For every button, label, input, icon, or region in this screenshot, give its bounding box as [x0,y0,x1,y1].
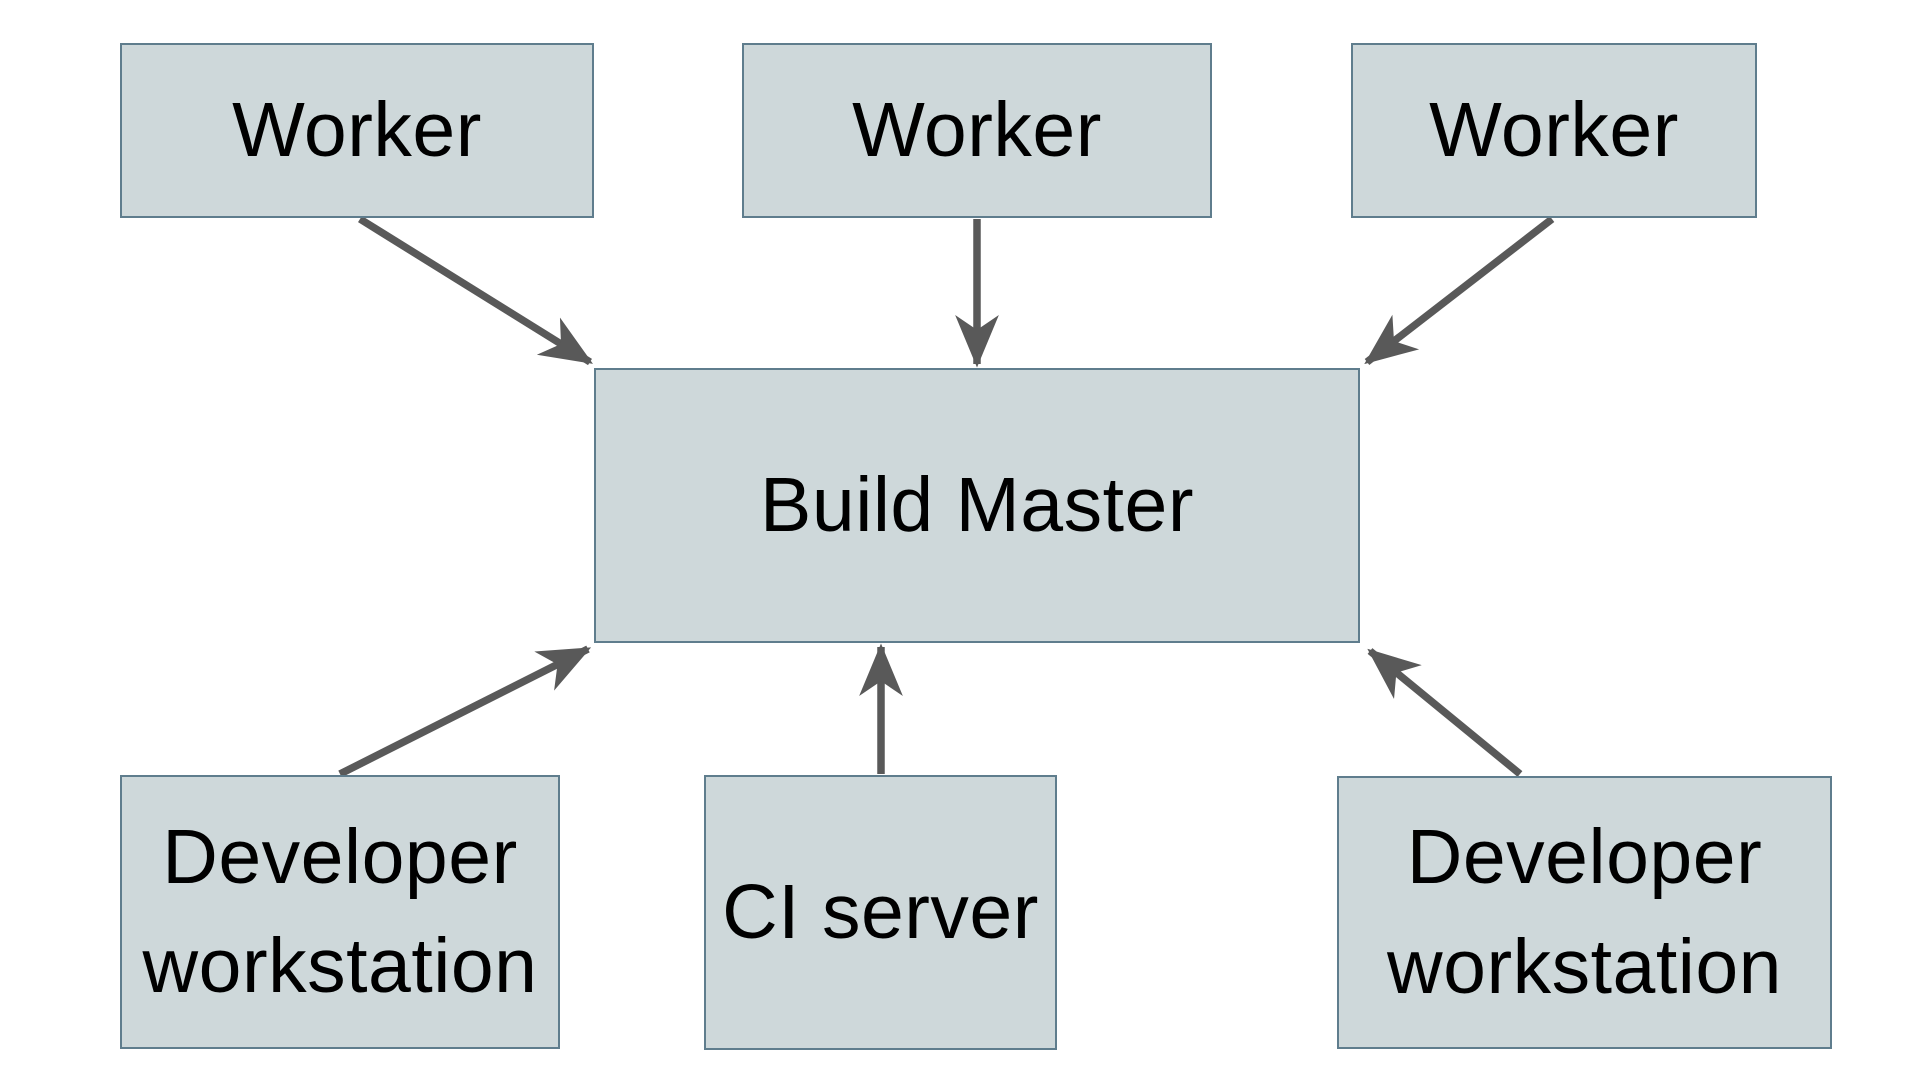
node-worker-3: Worker [1351,43,1757,218]
node-worker-2: Worker [742,43,1212,218]
worker-3-label: Worker [1429,86,1679,173]
arrow-worker-3-to-build-master [1364,216,1555,365]
ci-server-label: CI server [722,868,1039,955]
worker-1-label: Worker [232,86,482,173]
node-worker-1: Worker [120,43,594,218]
node-developer-workstation-right: Developer workstation [1337,776,1832,1049]
arrow-developer-workstation-left-to-build-master [338,645,592,778]
node-ci-server: CI server [704,775,1057,1050]
worker-2-label: Worker [852,86,1102,173]
node-build-master: Build Master [594,368,1360,643]
node-developer-workstation-left: Developer workstation [120,775,560,1049]
build-master-label: Build Master [760,461,1194,548]
developer-workstation-right-label: Developer workstation [1387,814,1782,1010]
arrow-worker-1-to-build-master [358,215,593,366]
arrow-developer-workstation-right-to-build-master [1367,648,1523,777]
developer-workstation-left-label: Developer workstation [142,813,538,1009]
